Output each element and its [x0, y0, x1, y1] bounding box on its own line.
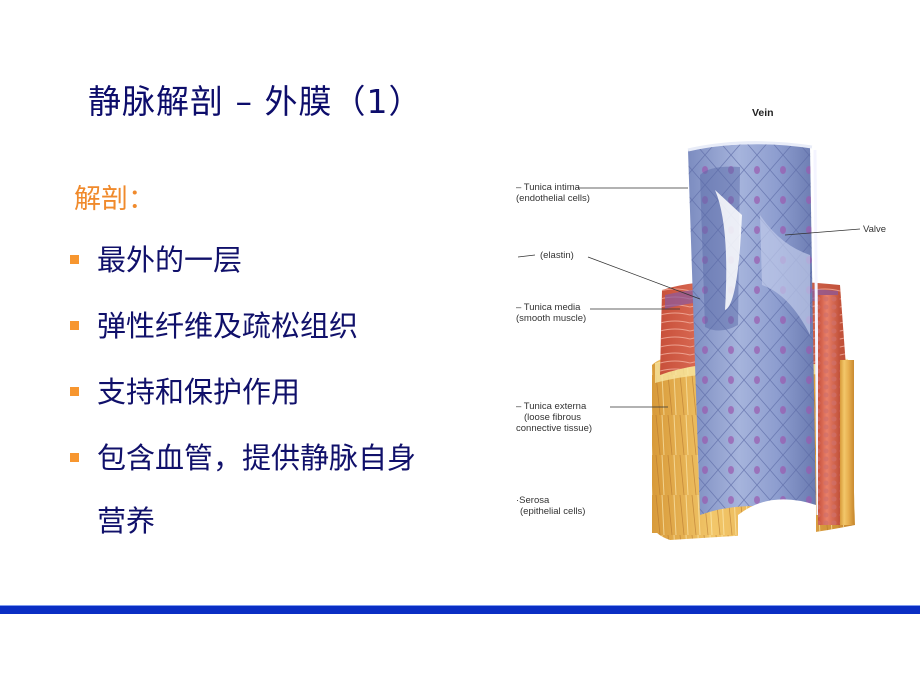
label-epithelial-cells: (epithelial cells): [520, 506, 586, 517]
bullet-square-icon: [70, 255, 79, 264]
bullet-text-continuation: 营养: [97, 504, 156, 538]
vein-illustration: [517, 141, 861, 540]
label-valve: Valve: [863, 224, 887, 235]
bullet-square-icon: [70, 321, 79, 330]
bullet-item: 支持和保护作用: [70, 375, 500, 409]
label-elastin: (elastin): [540, 250, 574, 261]
label-smooth-muscle: (smooth muscle): [516, 313, 587, 324]
subheading: 解剖：: [74, 184, 155, 215]
diagram-title: Vein: [752, 107, 774, 119]
bullet-text: 最外的一层: [97, 243, 243, 277]
label-endothelial-cells: (endothelial cells): [516, 193, 590, 204]
slide-title: 静脉解剖 – 外膜（1）: [88, 82, 423, 121]
label-tunica-media: – Tunica media: [516, 302, 581, 313]
bullet-text: 包含血管，提供静脉自身: [97, 441, 417, 475]
bullet-item: 弹性纤维及疏松组织: [70, 309, 500, 343]
bullet-list: 最外的一层 弹性纤维及疏松组织 支持和保护作用 包含血管，提供静脉自身 营养: [70, 243, 500, 570]
label-connective-tissue: connective tissue): [516, 423, 593, 434]
vein-diagram: Vein – Tunica intima (endothelial cells)…: [510, 95, 920, 550]
label-tunica-externa: – Tunica externa: [516, 401, 587, 412]
bottom-accent-bar: [0, 605, 920, 614]
label-loose-fibrous: (loose fibrous: [524, 412, 582, 423]
label-tunica-intima: – Tunica intima: [516, 182, 580, 193]
bullet-square-icon: [70, 453, 79, 462]
bullet-item: 最外的一层: [70, 243, 500, 277]
bullet-square-icon: [70, 387, 79, 396]
bullet-text: 弹性纤维及疏松组织: [97, 309, 359, 343]
label-serosa: ·Serosa: [516, 495, 550, 506]
bullet-item: 包含血管，提供静脉自身 营养: [70, 441, 500, 538]
bullet-text: 支持和保护作用: [97, 375, 301, 409]
